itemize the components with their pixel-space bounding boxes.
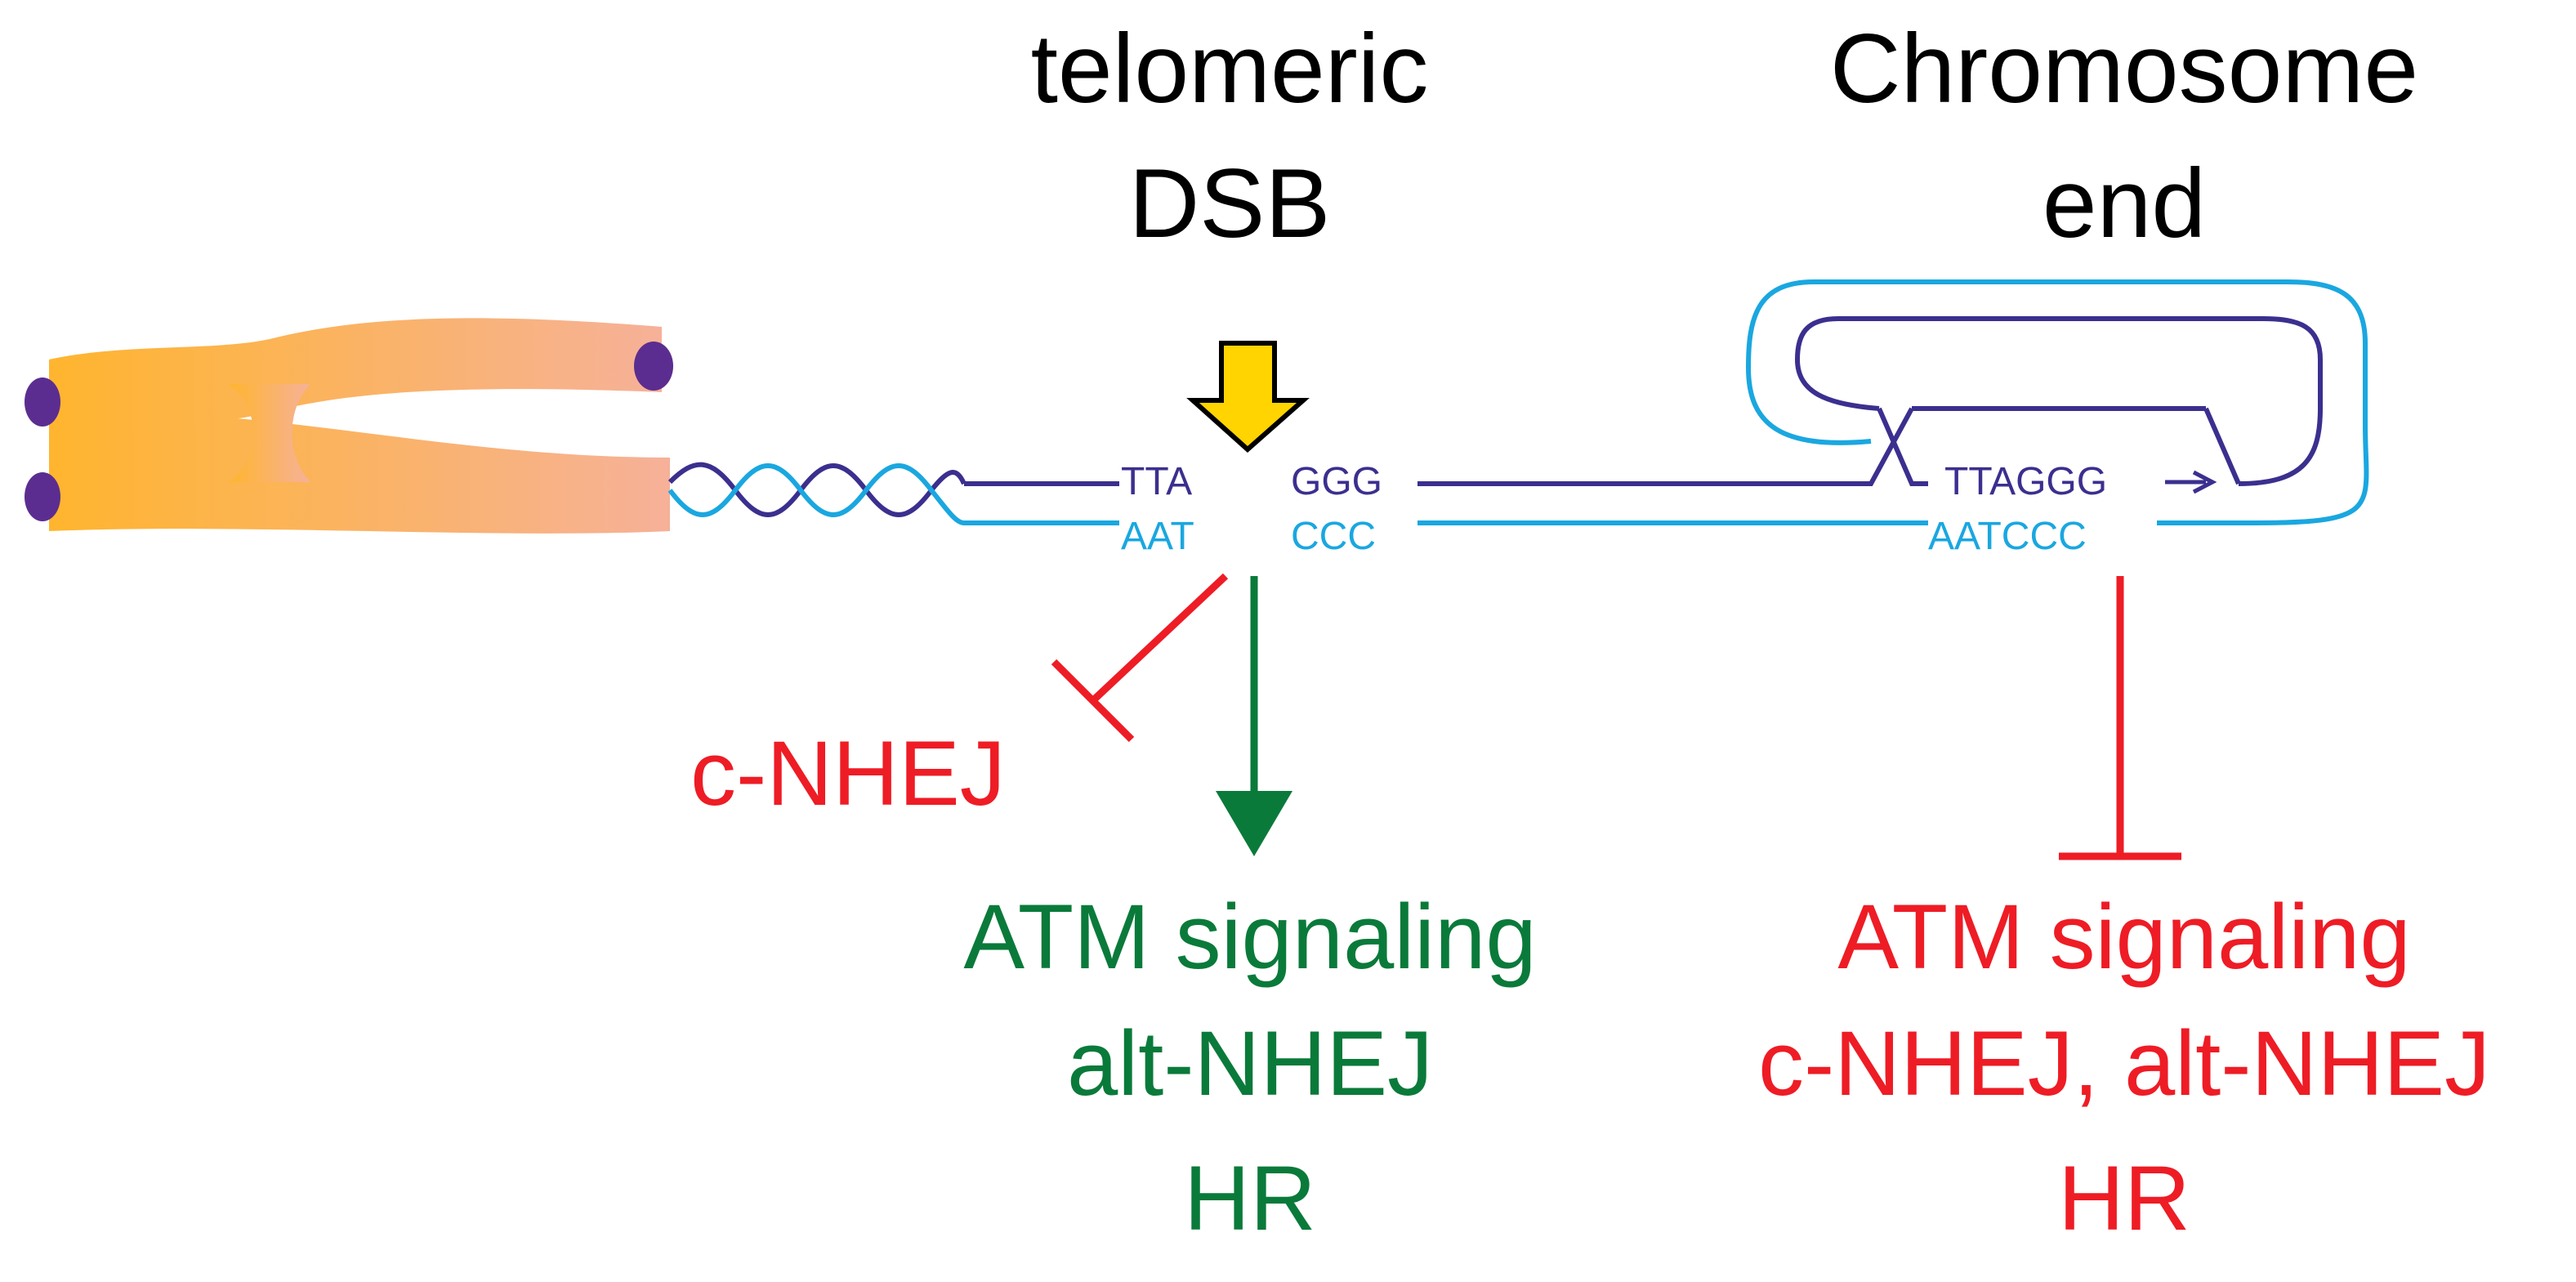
- dsb-arrow-icon: [1186, 341, 1310, 453]
- t-loop-light-outer: [1745, 279, 2369, 525]
- seq-aatccc: AATCCC: [1928, 515, 2087, 558]
- chromosome: [25, 318, 673, 534]
- chromosome-upper-arm: [49, 318, 662, 445]
- inhibited-atm: ATM signaling: [1837, 886, 2410, 988]
- telomere-cap-top-left: [25, 377, 60, 427]
- end-label-line2: end: [2042, 149, 2206, 258]
- activation-head: [1216, 791, 1292, 856]
- t-loop: [1745, 279, 2369, 525]
- sequence-labels: TTA GGG AAT CCC TTAGGG AATCCC: [1121, 460, 2107, 558]
- inhibited-nhej: c-NHEJ, alt-NHEJ: [1758, 1012, 2490, 1114]
- chromosome-lower-arm: [49, 413, 670, 534]
- dsb-label-line1: telomeric: [1031, 14, 1429, 123]
- seq-aat: AAT: [1121, 515, 1194, 558]
- inhibited-outcomes: ATM signaling c-NHEJ, alt-NHEJ HR: [1758, 886, 2490, 1249]
- end-label-line1: Chromosome: [1830, 14, 2418, 123]
- activated-hr: HR: [1184, 1147, 1316, 1249]
- seq-ttaggg: TTAGGG: [1944, 460, 2107, 503]
- inhibit-bar-left: [1051, 659, 1135, 743]
- dna-strands: [964, 481, 2255, 525]
- seq-tta: TTA: [1121, 460, 1192, 503]
- t-loop-strand-invasion-b: [1877, 407, 1928, 486]
- t-loop-strand-invasion-a: [1838, 407, 1914, 486]
- activated-outcomes: ATM signaling alt-NHEJ HR: [963, 886, 1536, 1249]
- t-loop-upper-strand-end: [2203, 407, 2241, 485]
- header-labels: telomeric DSB Chromosome end: [1031, 14, 2419, 258]
- chromosome-centromere: [229, 384, 310, 482]
- inhibition-cnhej: [1051, 573, 1229, 743]
- helix-strand-light: [667, 463, 965, 525]
- activated-alt-nhej: alt-NHEJ: [1067, 1012, 1433, 1114]
- seq-ggg: GGG: [1291, 460, 1382, 503]
- seq-ccc: CCC: [1291, 515, 1376, 558]
- inhibited-hr: HR: [2058, 1147, 2190, 1249]
- telomere-cap-bottom-left: [25, 472, 60, 521]
- cnhej-label: c-NHEJ: [690, 722, 1006, 824]
- t-loop-arrow-head: [2192, 470, 2217, 494]
- t-loop-dark-inner: [1794, 316, 2323, 486]
- activated-atm: ATM signaling: [963, 886, 1536, 988]
- activation-arrow: [1216, 576, 1292, 856]
- inhibit-line-left: [1087, 573, 1229, 706]
- inhibition-right: [2059, 576, 2181, 860]
- telomere-cap-top-right: [634, 342, 673, 391]
- dna-helix: [667, 462, 967, 525]
- dsb-label-line2: DSB: [1129, 149, 1331, 258]
